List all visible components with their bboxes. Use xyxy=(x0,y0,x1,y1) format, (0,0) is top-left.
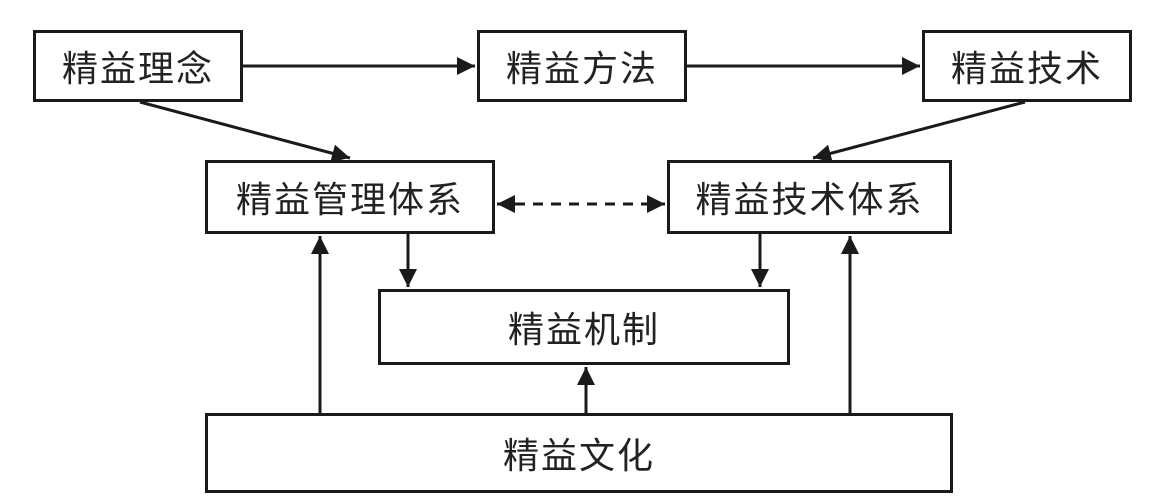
node-lean-method: 精益方法 xyxy=(477,30,687,102)
node-lean-tech: 精益技术 xyxy=(922,30,1132,102)
node-lean-technology-system: 精益技术体系 xyxy=(667,160,952,234)
arrow-idea-to-mgmt-system xyxy=(139,100,351,163)
node-lean-culture: 精益文化 xyxy=(205,413,953,493)
arrow-tech-to-tech-system xyxy=(812,100,1026,163)
node-lean-management-system: 精益管理体系 xyxy=(205,160,495,234)
node-lean-mechanism: 精益机制 xyxy=(378,289,790,365)
node-lean-idea: 精益理念 xyxy=(33,30,243,102)
